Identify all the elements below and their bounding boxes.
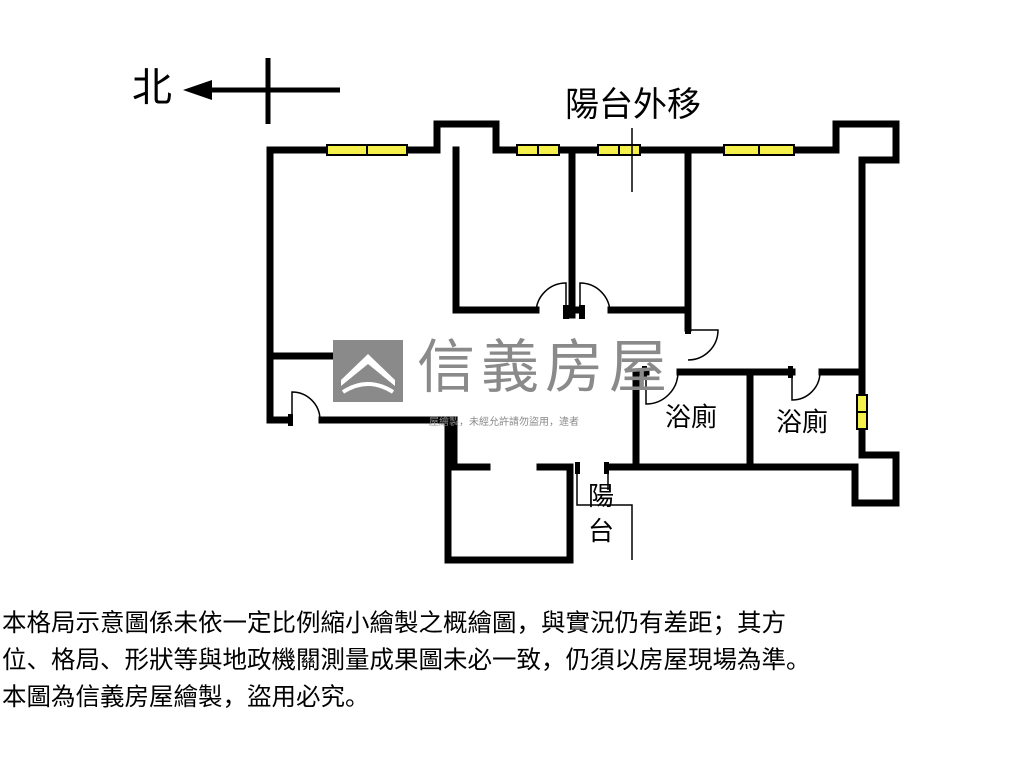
floor-plan — [183, 58, 900, 564]
balcony-small-label-2: 台 — [588, 517, 615, 547]
bath-1-label: 浴廁 — [665, 403, 718, 433]
balcony-moved-label: 陽台外移 — [565, 85, 701, 125]
bath-2-label: 浴廁 — [776, 408, 829, 438]
balcony-small-label-1: 陽 — [588, 482, 615, 512]
watermark-brand: 信義房屋 — [417, 333, 674, 401]
door-stubs — [288, 305, 793, 474]
disclaimer-line-1: 本格局示意圖係未依一定比例縮小繪製之概繪圖，與實況仍有差距；其方 — [2, 608, 786, 637]
windows — [326, 144, 868, 430]
disclaimer-line-3: 本圖為信義房屋繪製，盜用必究。 — [2, 682, 370, 711]
north-label: 北 — [132, 65, 172, 111]
disclaimer: 本格局示意圖係未依一定比例縮小繪製之概繪圖，與實況仍有差距；其方 位、格局、形狀… — [2, 604, 1022, 715]
watermark: 信義房屋 屋繪製，未經允許請勿盜用，違者 — [333, 338, 693, 428]
door-swings — [291, 282, 821, 560]
brand-logo-icon — [333, 340, 403, 402]
north-arrow-icon — [183, 58, 340, 124]
disclaimer-line-2: 位、格局、形狀等與地政機關測量成果圖未必一致，仍須以房屋現場為準。 — [2, 645, 811, 674]
watermark-caption: 屋繪製，未經允許請勿盜用，違者 — [429, 417, 579, 428]
